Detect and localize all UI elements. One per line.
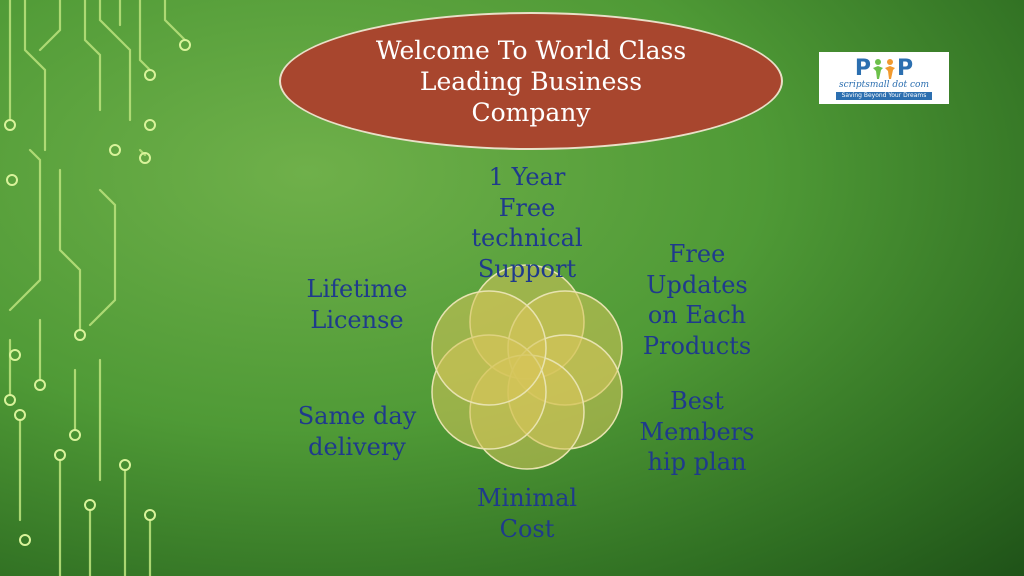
company-logo: P P scriptsmall dot com Saving Beyond Yo… (819, 52, 949, 104)
label-license: Lifetime License (306, 275, 408, 334)
logo-mark: P P (825, 56, 943, 80)
logo-text: scriptsmall dot com (838, 80, 929, 90)
people-icon (873, 59, 895, 79)
circuit-decoration (4, 0, 191, 576)
label-support: 1 Year Free technical Support (471, 163, 583, 283)
petal-license (431, 290, 547, 406)
logo-letter-2: P (897, 56, 914, 81)
label-cost: Minimal Cost (476, 484, 578, 543)
label-delivery: Same day delivery (297, 402, 417, 461)
logo-letter-1: P (854, 56, 871, 81)
title-banner: Welcome To World Class Leading Business … (279, 12, 783, 150)
label-membership: Best Members hip plan (639, 387, 755, 476)
logo-tagline: Saving Beyond Your Dreams (836, 92, 932, 100)
label-updates: Free Updates on Each Products (642, 240, 752, 360)
banner-title: Welcome To World Class Leading Business … (375, 35, 687, 127)
